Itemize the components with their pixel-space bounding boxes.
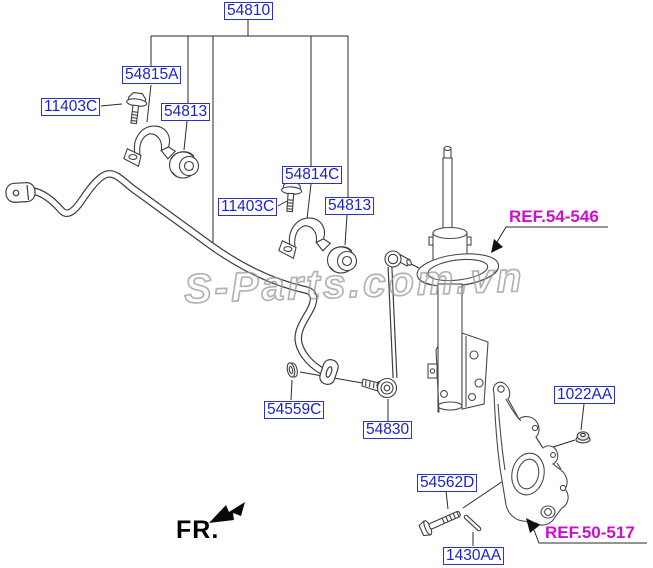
part-label-11403C-right[interactable]: 11403C [218,198,278,216]
part-label-54562D[interactable]: 54562D [417,474,478,492]
part-label-1022AA[interactable]: 1022AA [554,386,616,404]
arrowhead-icon [526,518,540,533]
bolt-icon [126,92,148,125]
steering-knuckle-icon [492,381,569,526]
stabilizer-bar [5,170,339,385]
bushing-icon [326,246,358,274]
ref-50-517-pointer [526,518,647,544]
ref-label-strut[interactable]: REF.54-546 [509,207,599,226]
part-label-54810[interactable]: 54810 [224,2,274,20]
bolt-icon [418,510,461,537]
part-label-54813-right[interactable]: 54813 [325,197,375,215]
pin-icon [463,514,482,532]
leader-lines [100,20,585,546]
part-label-54814C[interactable]: 54814C [282,166,343,184]
bushing-icon [168,151,200,179]
stabilizer-link-icon [361,250,412,399]
part-label-54559C[interactable]: 54559C [264,401,325,419]
part-label-1430AA[interactable]: 1430AA [443,547,505,565]
strut-assembly [416,145,500,413]
nut-icon [575,431,591,444]
part-label-54813-left[interactable]: 54813 [161,103,211,121]
part-label-54830[interactable]: 54830 [363,421,413,439]
clamp-bracket-icon [278,217,332,260]
fr-direction-label: FR. [176,516,220,544]
bar-right-eyelet-icon [319,359,339,385]
part-label-54815A[interactable]: 54815A [122,66,182,84]
bolt-icon [281,180,303,213]
arrowhead-icon [491,239,503,253]
ref-label-knuckle[interactable]: REF.50-517 [545,523,635,542]
clamp-bracket-icon [123,125,177,168]
ref-54-546-pointer [491,226,608,253]
fr-direction-arrow-icon [209,502,245,523]
washer-icon [286,362,298,378]
bar-left-eyelet-icon [5,182,36,203]
part-label-11403C-left[interactable]: 11403C [41,98,101,116]
